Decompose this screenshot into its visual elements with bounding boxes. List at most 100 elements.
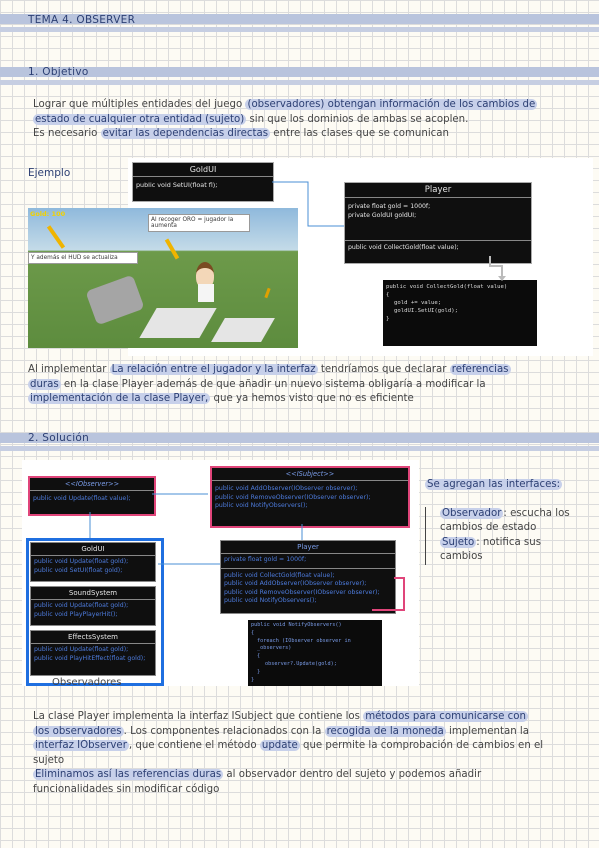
- side-note-observer-desc: : escucha los: [503, 507, 570, 519]
- p2-post: entre las clases que se comunican: [270, 128, 449, 139]
- objective-paragraph: Lograr que múltiples entidades del juego…: [33, 98, 593, 142]
- player-class: Player private float gold = 1000f; publi…: [220, 540, 396, 614]
- game-character-body: [198, 284, 214, 302]
- example-code-block: public void CollectGold(float value) { g…: [383, 280, 537, 346]
- section1-heading: 1. Objetivo: [28, 66, 89, 78]
- soundsystem-method-playhit: public void PlayPlayerHit();: [34, 610, 118, 618]
- section2-band: [0, 433, 599, 443]
- title-band-thin: [0, 27, 599, 32]
- p1-pre: Lograr que múltiples entidades del juego: [33, 99, 246, 110]
- game-screenshot: Gold: 100 Al recoger ORO = jugador la au…: [28, 208, 298, 348]
- final-l2-highlight-2: recogida de la moneda: [324, 725, 446, 737]
- final-l4: sujeto: [33, 754, 65, 766]
- final-l2-highlight: los observadores: [33, 725, 124, 737]
- p1-highlight-2: estado de cualquier otra entidad (sujeto…: [33, 113, 247, 125]
- final-l1-highlight: métodos para comunicarse con: [363, 711, 528, 722]
- conclusion-l1-mid: tendríamos que declarar: [317, 364, 450, 375]
- player-method-add: public void AddObserver(IObserver observ…: [224, 580, 367, 587]
- final-l3-highlight: interfaz IObserver: [33, 740, 129, 751]
- example-player-field-goldui: private GoldUI goldUI;: [348, 212, 417, 219]
- example-label: Ejemplo: [28, 167, 71, 179]
- final-l3-post: , que contiene el método: [128, 740, 260, 751]
- final-l5-highlight: Eliminamos así las referencias duras: [33, 769, 224, 780]
- example-code-line-3: gold += value;: [394, 300, 442, 306]
- section1-band: [0, 67, 599, 77]
- player-method-notify: public void NotifyObservers();: [224, 597, 317, 604]
- p2-highlight: evitar las dependencias directas: [100, 128, 271, 139]
- goldui-class: GoldUI public void Update(float gold); p…: [30, 542, 156, 582]
- isubject-interface: <<ISubject>> public void AddObserver(IOb…: [210, 466, 410, 528]
- conclusion-l1-highlight: La relación entre el jugador y la interf…: [109, 364, 318, 375]
- section1-band-thin: [0, 80, 599, 85]
- example-player-field-gold: private float gold = 1000f;: [348, 203, 431, 210]
- isubject-method-remove: public void RemoveObserver(IObserver obs…: [215, 493, 371, 501]
- notify-code-line-2: {: [251, 629, 255, 636]
- conclusion-l2-post: en la clase Player además de que añadir …: [60, 378, 486, 390]
- observers-group: [26, 538, 164, 686]
- example-player-class: Player private float gold = 1000f; priva…: [344, 182, 532, 264]
- example-goldui-title: GoldUI: [133, 163, 273, 177]
- final-l3-highlight-2: update: [259, 740, 300, 751]
- side-note-observer-label: Observador: [440, 507, 504, 519]
- soundsystem-method-update: public void Update(float gold);: [34, 602, 129, 609]
- notify-code-line-5: observer?.Update(gold);: [265, 660, 337, 667]
- conclusion-l3-post: que ya hemos visto que no es eficiente: [210, 393, 414, 404]
- game-platform-1: [139, 308, 217, 338]
- uml-connectors: [89, 493, 405, 611]
- conclusion-l3-highlight: implementación de la clase Player,: [28, 393, 211, 404]
- conclusion-l1-highlight-2: referencias: [449, 364, 511, 375]
- side-note-subject-label: Sujeto: [440, 536, 477, 548]
- side-note-subject-desc-2: cambios: [440, 551, 483, 562]
- p1-post: sin que los dominios de ambas se acoplen…: [246, 113, 469, 125]
- effectssystem-title: EffectsSystem: [31, 631, 155, 644]
- p2-pre: Es necesario: [33, 128, 101, 139]
- effectssystem-method-playeffect: public void PlayHitEffect(float gold);: [34, 654, 146, 662]
- notify-code-line-6: }: [257, 668, 261, 675]
- page-title: TEMA 4. OBSERVER: [28, 14, 136, 26]
- isubject-title: <<ISubject>>: [212, 468, 408, 481]
- goldui-method-setui: public void SetUI(float gold);: [34, 566, 123, 574]
- soundsystem-title: SoundSystem: [31, 587, 155, 600]
- player-field-gold: private float gold = 1000f;: [221, 554, 395, 569]
- example-code-line-5: }: [386, 316, 390, 322]
- example-goldui-class: GoldUI public void SetUI(float fl);: [132, 162, 274, 202]
- final-l5-post: al observador dentro del sujeto y podemo…: [223, 769, 482, 780]
- observers-caption: Observadores: [52, 677, 122, 688]
- example-code-line-2: {: [386, 292, 390, 298]
- final-l3-post-2: que permite la comprobación de cambios e…: [299, 740, 544, 751]
- side-notes-list: Observador: escucha los cambios de estad…: [425, 506, 595, 565]
- notify-code-line-7: }: [251, 676, 255, 683]
- example-player-method: public void CollectGold(float value);: [345, 240, 531, 254]
- effectssystem-method-update: public void Update(float gold);: [34, 646, 129, 653]
- goldui-method-update: public void Update(float gold);: [34, 558, 129, 565]
- side-notes: Se agregan las interfaces: Observador: e…: [425, 478, 595, 565]
- section2-band-thin: [0, 446, 599, 451]
- side-notes-title: Se agregan las interfaces:: [425, 478, 595, 493]
- game-rock: [85, 274, 145, 326]
- game-platform-2: [211, 318, 275, 342]
- title-band: [0, 14, 599, 24]
- example-goldui-method: public void SetUI(float fl);: [136, 181, 218, 189]
- example-code-line-1: public void CollectGold(float value): [386, 284, 508, 290]
- side-notes-title-text: Se agregan las interfaces:: [425, 479, 563, 490]
- final-l2-post-2: implementan la: [445, 725, 529, 737]
- soundsystem-class: SoundSystem public void Update(float gol…: [30, 586, 156, 626]
- conclusion-paragraph: Al implementar La relación entre el juga…: [28, 363, 593, 407]
- example-code-arrow: [489, 256, 506, 281]
- game-character-head: [196, 262, 214, 288]
- section2-heading: 2. Solución: [28, 432, 90, 444]
- final-l6: funcionalidades sin modificar código: [33, 783, 220, 795]
- side-note-observer-desc-2: cambios de estado: [440, 522, 537, 533]
- p1-highlight-1: (observadores) obtengan información de l…: [245, 99, 538, 110]
- game-arrow-1: [46, 225, 66, 249]
- game-arrow-2: [164, 238, 180, 260]
- final-l2-post: . Los componentes relacionados con la: [123, 725, 325, 737]
- uml-diagram: <<IObserver>> public void Update(float v…: [22, 460, 419, 686]
- notify-code-line-1: public void NotifyObservers(): [251, 622, 342, 628]
- example-player-fields: private float gold = 1000f; private Gold…: [345, 198, 531, 224]
- goldui-title: GoldUI: [31, 543, 155, 556]
- isubject-method-add: public void AddObserver(IObserver observ…: [215, 485, 358, 492]
- player-method-collect: public void CollectGold(float value);: [224, 571, 335, 579]
- isubject-method-notify: public void NotifyObservers();: [215, 502, 308, 509]
- example-connector-arrow: [272, 181, 344, 227]
